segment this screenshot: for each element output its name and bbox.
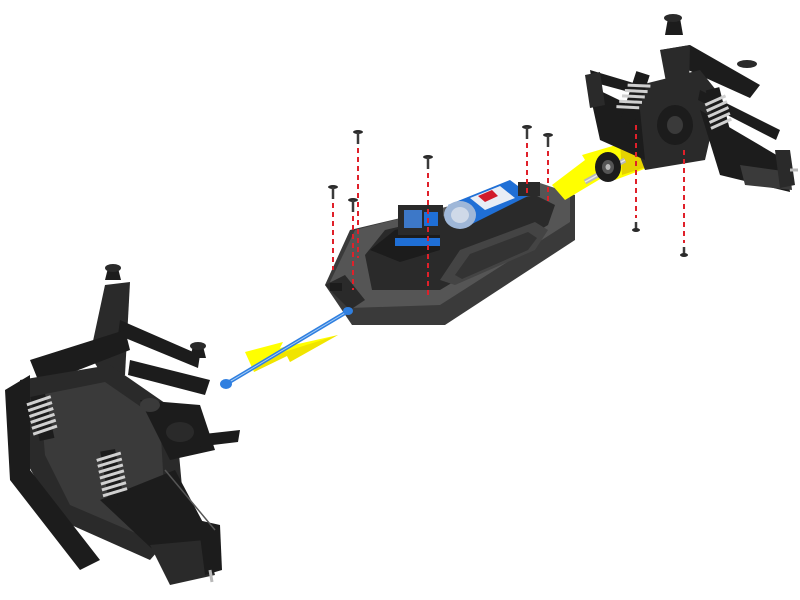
front-suspension-assembly xyxy=(5,264,240,585)
center-driveshaft xyxy=(220,307,353,389)
chassis-tub xyxy=(325,183,575,325)
screw-4 xyxy=(348,198,358,290)
rear-right-shock xyxy=(704,87,733,144)
mounting-screws xyxy=(328,125,688,295)
rear-left-shock xyxy=(616,71,651,125)
screw-6 xyxy=(543,133,553,205)
screw-1 xyxy=(353,130,363,258)
electric-motor xyxy=(444,180,540,229)
screw-8 xyxy=(680,150,688,257)
front-right-shock xyxy=(96,449,128,506)
driveshaft-removal-arrow xyxy=(245,335,338,372)
rear-suspension-assembly xyxy=(585,14,798,192)
screw-3 xyxy=(328,185,338,270)
spur-gear xyxy=(595,152,621,182)
screw-7 xyxy=(632,125,640,232)
screw-5 xyxy=(522,125,532,195)
screw-2 xyxy=(423,155,433,295)
front-left-shock xyxy=(26,393,58,441)
